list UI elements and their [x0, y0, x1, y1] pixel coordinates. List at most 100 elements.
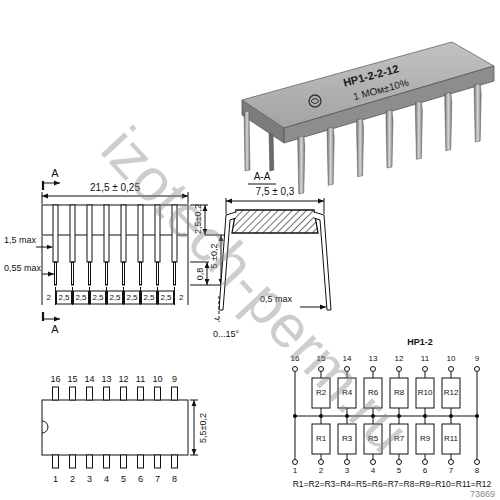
resistor-symbol: [416, 378, 434, 408]
pin-terminal: [423, 367, 428, 372]
lead-pin: [87, 387, 93, 400]
wire: [321, 372, 322, 379]
lead-pin: [121, 455, 127, 468]
wire: [399, 372, 400, 379]
junction-dot: [397, 414, 400, 417]
pin-number: 15: [317, 355, 326, 363]
extension-line: [140, 287, 141, 305]
lead-pin: [104, 205, 109, 262]
dimension: 2,5: [126, 294, 137, 302]
dimension: 2: [179, 294, 183, 302]
junction-dot: [371, 414, 374, 417]
dimension: 2: [47, 294, 51, 302]
pin-number: 2: [70, 475, 75, 484]
pin-terminal: [345, 460, 350, 465]
lead-pin: [445, 93, 452, 151]
resistor-name: R1: [316, 435, 326, 443]
wire: [451, 372, 452, 379]
wire: [373, 454, 374, 460]
front-view: [36, 181, 224, 321]
pin-number: 4: [104, 475, 109, 484]
junction-dot: [319, 414, 322, 417]
resistor-symbol: [442, 424, 460, 454]
section-mark-line: [42, 312, 44, 321]
angle-arc: [215, 319, 220, 321]
extension-line: [123, 287, 124, 305]
pin-terminal: [319, 367, 324, 372]
dimension: 21,5 ± 0,25: [90, 183, 140, 193]
extension-line: [72, 287, 73, 305]
resistor-name: R12: [444, 389, 459, 397]
package-outline: [42, 400, 188, 455]
lead-pin: [104, 455, 110, 468]
lead-pin: [53, 387, 59, 400]
lead-pin: [172, 205, 177, 262]
pin-terminal: [397, 367, 402, 372]
junction-dot: [423, 414, 426, 417]
section-view: [215, 184, 332, 322]
dimension: 0,5 max: [260, 295, 292, 304]
wire: [373, 372, 374, 379]
junction-dot: [449, 414, 452, 417]
wire: [425, 372, 426, 379]
dimension-line: [194, 400, 195, 455]
pin-number: 12: [118, 375, 128, 384]
lead-pins: [53, 387, 178, 468]
wire: [425, 454, 426, 460]
dimension-line: [42, 196, 188, 197]
resistor-name: R7: [394, 435, 404, 443]
resistor-symbol: [312, 424, 330, 454]
pin-number: 1: [53, 475, 58, 484]
wire: [321, 454, 322, 460]
extension-line: [42, 236, 43, 305]
pin-number: 6: [138, 475, 143, 484]
package-outline: [42, 205, 188, 235]
pin-number: 2: [319, 467, 323, 475]
pin-number: 9: [475, 355, 479, 363]
pin-number: 13: [369, 355, 378, 363]
pin-number: 16: [50, 375, 60, 384]
package-section: [232, 210, 318, 233]
extension-line: [226, 198, 227, 214]
lead-pin: [87, 455, 93, 468]
dimension: 2,5: [109, 294, 120, 302]
lead-pin: [172, 387, 178, 400]
lead-pin: [53, 455, 59, 468]
pin-number: 9: [172, 375, 177, 384]
section-arrow: [43, 319, 60, 320]
pin-terminal: [397, 460, 402, 465]
resistor-symbol: [364, 424, 382, 454]
lead-pin: [53, 205, 58, 262]
extension-line: [188, 192, 189, 204]
resistor-name: R2: [316, 389, 326, 397]
pin-terminal: [293, 367, 298, 372]
pin-number: 4: [371, 467, 375, 475]
lead-pin: [104, 387, 110, 400]
section-mark: A: [51, 168, 58, 179]
front-lead-row: [298, 84, 481, 194]
lead-pin: [72, 262, 74, 285]
lead-pins: [53, 205, 177, 305]
watermark: 73869: [470, 490, 495, 499]
lead-pin: [157, 262, 159, 285]
dimension-box: [159, 291, 174, 304]
lead-pin: [70, 455, 76, 468]
lead-pin: [123, 262, 125, 285]
dimension-box: [108, 291, 123, 304]
dimension: 2,5: [143, 294, 154, 302]
pin-number: 11: [421, 355, 429, 363]
dimension-line: [205, 205, 206, 235]
pin-number: 10: [152, 375, 162, 384]
resistor-symbol: [312, 378, 330, 408]
lead-pin: [138, 205, 143, 262]
extension-line: [42, 192, 43, 204]
note: R1=R2=R3=R4=R5=R6=R7=R8=R9=R10=R11=R12: [293, 480, 492, 489]
resistor-name: R10: [418, 389, 433, 397]
pin-number: 8: [172, 475, 177, 484]
dimension: 5,5±0,2: [199, 413, 208, 443]
lead-pin: [174, 262, 176, 285]
dimension: 0...15°: [213, 330, 239, 339]
pin-number: 11: [136, 375, 145, 384]
dimension: 2,5: [92, 294, 103, 302]
